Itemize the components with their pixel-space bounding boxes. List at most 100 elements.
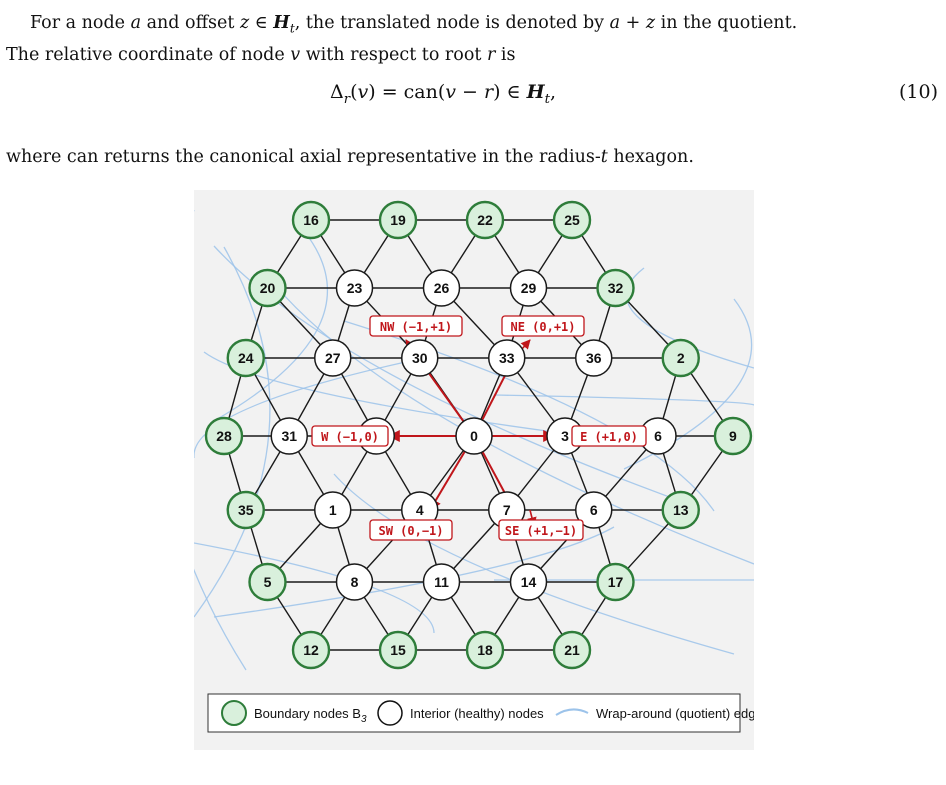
node-label: 6: [590, 502, 598, 518]
boundary-node: [291, 200, 331, 240]
interior-node: [335, 563, 374, 601]
boundary-node: [378, 630, 418, 670]
node-label: 33: [499, 350, 515, 366]
node-label: 16: [303, 212, 319, 228]
direction-labels: NW (−1,+1)NE (0,+1)W (−1,0)E (+1,0)SW (0…: [311, 315, 647, 541]
legend-box: [207, 693, 741, 733]
node-label: 29: [521, 280, 537, 296]
direction-label-box: [571, 425, 647, 447]
node-label: 7: [503, 502, 511, 518]
boundary-node: [552, 630, 592, 670]
boundary-node: [661, 338, 700, 378]
text-fragment: The relative coordinate of node: [6, 44, 291, 65]
interior-node: [270, 417, 308, 455]
direction-label-sw: SW (0,−1): [378, 524, 443, 538]
node-label: 0: [470, 428, 478, 444]
boundary-node: [248, 562, 287, 602]
node-label: 11: [434, 574, 449, 590]
text-fragment: where can returns the canonical axial re…: [6, 147, 601, 167]
boundary-node: [226, 490, 265, 530]
wrap-edge: [273, 283, 754, 565]
node-label: 15: [390, 642, 406, 658]
interior-node: [509, 269, 548, 307]
wrap-edge: [194, 210, 247, 671]
node-label: 20: [260, 280, 276, 296]
wrap-edge: [213, 230, 329, 422]
node-label: 2: [677, 350, 685, 366]
direction-label-box: [369, 519, 453, 541]
interior-node: [455, 417, 493, 455]
interior-node: [422, 563, 461, 601]
direction-label-box: [369, 315, 463, 337]
node-label: 22: [477, 212, 493, 228]
text-fragment: hexagon.: [607, 147, 694, 167]
interior-node: [422, 269, 461, 307]
node-label: 17: [608, 574, 624, 590]
node-label: 30: [412, 350, 428, 366]
legend-wrap-swatch: [555, 708, 589, 716]
text-fragment: with respect to root: [300, 44, 487, 65]
node-label: 12: [303, 642, 319, 658]
text-fragment: is: [495, 44, 516, 65]
equation-10: Δr(v) = can(v − r) ∈ Ht, (10): [0, 81, 946, 111]
boundary-node: [291, 630, 331, 670]
wrap-edge: [333, 473, 735, 655]
node-label: 31: [281, 428, 297, 444]
interior-node: [401, 339, 439, 377]
boundary-node: [248, 268, 287, 308]
node-label: 18: [477, 642, 493, 658]
boundary-node: [226, 338, 265, 378]
node-label: 13: [673, 502, 689, 518]
legend-interior-label: Interior (healthy) nodes: [410, 706, 544, 721]
text-fragment: For a node: [30, 13, 131, 33]
direction-label-se: SE (+1,−1): [505, 524, 577, 538]
node-label: 23: [347, 280, 363, 296]
boundary-node: [465, 630, 505, 670]
direction-label-w: W (−1,0): [321, 430, 379, 444]
legend-wrap-label: Wrap-around (quotient) edges: [596, 706, 754, 721]
legend-boundary-swatch: [221, 700, 247, 726]
direction-label-box: [501, 315, 585, 337]
interior-node: [509, 563, 548, 601]
node-label: 24: [238, 350, 254, 366]
text-fragment: , the translated node is denoted by: [294, 13, 610, 33]
wrap-edge: [194, 357, 425, 458]
boundary-node: [713, 416, 753, 456]
interior-node: [335, 269, 374, 307]
direction-label-ne: NE (0,+1): [510, 320, 575, 334]
node-label: 5: [264, 574, 272, 590]
direction-label-box: [498, 519, 584, 541]
text-fragment: in the quotient.: [655, 13, 798, 33]
legend-interior-swatch: [377, 700, 403, 726]
interior-node: [575, 491, 613, 529]
node-label: 25: [564, 212, 580, 228]
interior-node: [314, 491, 352, 529]
boundary-node: [552, 200, 592, 240]
wrap-edge: [493, 394, 754, 406]
node-label: 36: [586, 350, 602, 366]
text-fragment: and offset: [141, 13, 240, 33]
wrap-edge: [194, 542, 435, 634]
node-label: 14: [521, 574, 537, 590]
direction-label-e: E (+1,0): [580, 430, 638, 444]
boundary-node: [465, 200, 505, 240]
node-label: 3: [561, 428, 569, 444]
legend: Boundary nodes B3 Interior (healthy) nod…: [207, 693, 754, 733]
node-label: 9: [729, 428, 737, 444]
node-label: 28: [216, 428, 232, 444]
equation-number: (10): [898, 81, 938, 103]
paragraph-2: where can returns the canonical axial re…: [6, 147, 694, 167]
boundary-node: [661, 490, 700, 530]
direction-label-box: [311, 425, 389, 447]
node-label: 21: [564, 642, 580, 658]
node-label: 6: [654, 428, 662, 444]
interior-node: [575, 339, 613, 377]
node-label: 1: [329, 502, 337, 518]
boundary-node: [378, 200, 418, 240]
node-label: 35: [238, 502, 254, 518]
boundary-node: [596, 562, 635, 602]
legend-boundary-label: Boundary nodes B3: [254, 706, 367, 725]
node-label: 32: [608, 280, 624, 296]
